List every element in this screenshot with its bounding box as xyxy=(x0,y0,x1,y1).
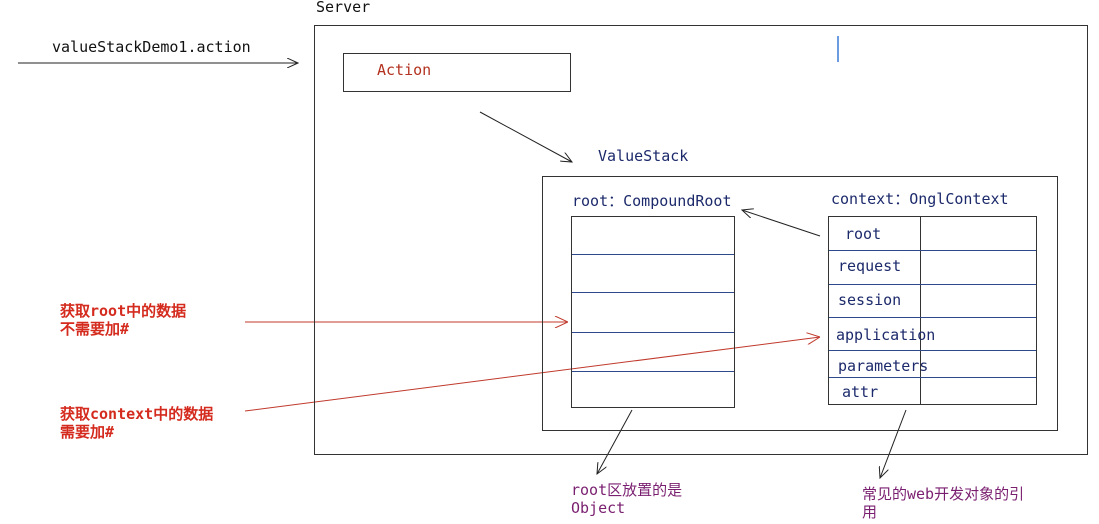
stack-row-divider xyxy=(572,332,734,333)
action-label: Action xyxy=(377,61,432,79)
root-note-line1: 获取root中的数据 xyxy=(60,302,187,320)
context-row-request: request xyxy=(838,257,902,275)
request-label: valueStackDemo1.action xyxy=(52,38,251,56)
context-row-divider xyxy=(829,377,1036,378)
server-label: Server xyxy=(316,0,371,16)
root-description-line2: Object xyxy=(571,499,626,517)
context-row-session: session xyxy=(838,291,902,309)
context-description-line1: 常见的web开发对象的引 xyxy=(862,485,1025,503)
root-description: root区放置的是 Object xyxy=(571,481,682,517)
context-note: 获取context中的数据 需要加# xyxy=(60,405,213,441)
context-row-attr: attr xyxy=(842,383,879,401)
stack-row-divider xyxy=(572,292,734,293)
context-row-divider xyxy=(829,250,1036,251)
action-box xyxy=(343,53,571,92)
context-row-divider xyxy=(829,350,1036,351)
valuestack-box xyxy=(542,176,1058,431)
root-note: 获取root中的数据 不需要加# xyxy=(60,302,186,338)
context-row-application: application xyxy=(836,326,936,344)
stack-row-divider xyxy=(572,254,734,255)
context-column-divider xyxy=(920,217,921,404)
root-title: root：CompoundRoot xyxy=(572,192,732,210)
root-description-line1: root区放置的是 xyxy=(571,481,683,499)
context-map xyxy=(828,216,1037,405)
context-description: 常见的web开发对象的引 用 xyxy=(862,485,1024,521)
context-note-line2: 需要加# xyxy=(60,423,115,441)
context-title: context：OnglContext xyxy=(831,190,1009,208)
context-root-to-compoundroot-arrow xyxy=(742,210,821,237)
context-row-divider xyxy=(829,317,1036,318)
context-desc-arrow xyxy=(880,409,907,478)
context-note-line1: 获取context中的数据 xyxy=(60,405,214,423)
compoundroot-stack xyxy=(571,216,735,408)
server-box xyxy=(314,25,1088,455)
context-note-arrow xyxy=(244,337,820,412)
context-row-root: root xyxy=(845,225,882,243)
stack-row-divider xyxy=(572,371,734,372)
action-to-valuestack-arrow xyxy=(479,111,572,162)
root-desc-arrow xyxy=(597,409,633,474)
context-description-line2: 用 xyxy=(862,503,878,521)
context-row-divider xyxy=(829,284,1036,285)
root-note-line2: 不需要加# xyxy=(60,320,130,338)
valuestack-label: ValueStack xyxy=(598,147,689,165)
context-row-parameters: parameters xyxy=(838,357,929,375)
